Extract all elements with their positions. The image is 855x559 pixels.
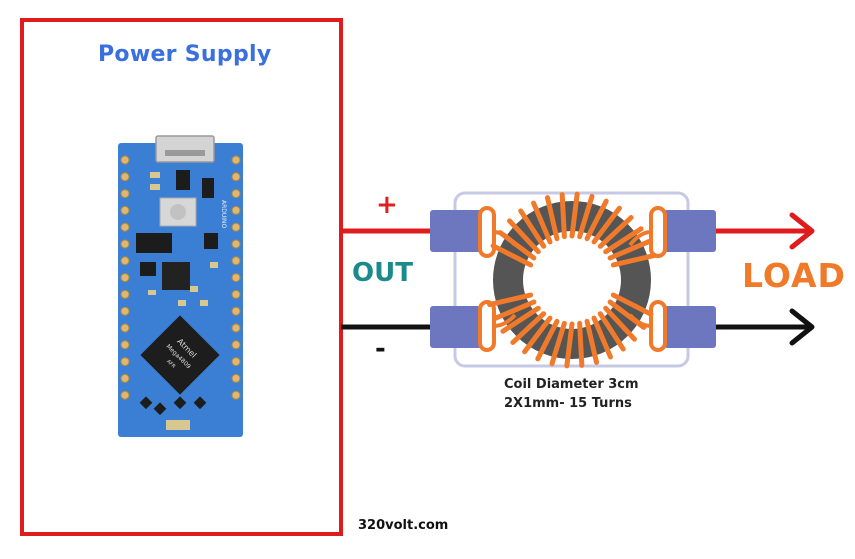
coil-leads (478, 206, 667, 352)
coil-windings (487, 191, 657, 369)
coil-turn (487, 292, 534, 308)
header-pin (120, 289, 130, 299)
header-pin (231, 155, 241, 165)
coil-turn (603, 305, 637, 342)
header-pin (231, 256, 241, 266)
left-header-pins (120, 155, 130, 400)
load-label: LOAD (742, 256, 846, 295)
coil-turn (531, 200, 553, 245)
header-pin (120, 357, 130, 367)
header-pin (120, 323, 130, 333)
coil-turn (577, 320, 585, 368)
header-pin (231, 373, 241, 383)
arduino-nano-board: Atmel Mega4809 AFR ARDUINO (118, 135, 243, 437)
header-pin (120, 222, 130, 232)
header-pin (231, 205, 241, 215)
header-pin (231, 172, 241, 182)
output-label: OUT (352, 258, 413, 288)
coil-turn (492, 299, 537, 321)
negative-sign: - (375, 334, 386, 364)
coil-turn (597, 311, 626, 352)
coil-turn (507, 218, 541, 255)
coil-turn (603, 226, 644, 255)
coil-turn (569, 191, 580, 239)
coil-turn (610, 292, 654, 317)
coil-diameter-text: Coil Diameter 3cm (504, 377, 639, 392)
header-pin (120, 373, 130, 383)
coil-turns-text: 2X1mm- 15 Turns (504, 396, 632, 411)
coil-turn (518, 208, 547, 249)
board-name: ARDUINO (220, 200, 227, 229)
header-pin (120, 390, 130, 400)
header-pin (120, 205, 130, 215)
header-pin (120, 239, 130, 249)
header-pin (231, 340, 241, 350)
header-pin (231, 390, 241, 400)
coil-turn (500, 305, 541, 334)
coil-turn (559, 192, 567, 240)
header-pin (120, 273, 130, 283)
positive-load-arrow (712, 212, 815, 250)
coil-turn (510, 311, 547, 345)
header-pin (231, 289, 241, 299)
coil-turn (490, 243, 534, 268)
power-supply-title: Power Supply (98, 42, 272, 67)
coil-turn (591, 315, 613, 360)
negative-load-arrow (712, 308, 815, 346)
header-pin (120, 189, 130, 199)
terminal-bottom-left (430, 306, 482, 348)
coil-turn (607, 239, 652, 261)
coil-turn (597, 215, 634, 249)
site-credit: 320volt.com (358, 518, 449, 533)
header-pin (231, 239, 241, 249)
coil-turn (591, 205, 622, 245)
coil-turn (584, 198, 609, 242)
positive-sign: + (376, 190, 398, 220)
header-pin (120, 256, 130, 266)
coil-turn (564, 321, 575, 369)
right-header-pins (231, 155, 241, 400)
mcu-chip: Atmel Mega4809 AFR (140, 315, 220, 395)
header-pin (120, 172, 130, 182)
header-pin (231, 357, 241, 367)
coil-turn (577, 193, 595, 240)
header-pin (120, 306, 130, 316)
chip-variant: AFR (165, 359, 177, 371)
coil-turn (549, 320, 567, 367)
header-pin (231, 222, 241, 232)
coil-turn (584, 318, 600, 365)
coil-turn (544, 195, 560, 242)
terminal-top-right (664, 210, 716, 252)
coil-spec: Coil Diameter 3cm 2X1mm- 15 Turns (504, 375, 639, 413)
header-pin (120, 340, 130, 350)
coil-turn (535, 318, 560, 362)
power-supply-frame (20, 18, 343, 536)
coil-turn (522, 315, 553, 355)
header-pin (231, 273, 241, 283)
header-pin (231, 323, 241, 333)
terminal-top-left (430, 210, 482, 252)
header-pin (120, 155, 130, 165)
header-pin (231, 189, 241, 199)
header-pin (231, 306, 241, 316)
usb-connector (155, 135, 215, 163)
choke-housing (453, 191, 690, 368)
terminal-bottom-right (664, 306, 716, 348)
coil-turn (610, 252, 657, 268)
